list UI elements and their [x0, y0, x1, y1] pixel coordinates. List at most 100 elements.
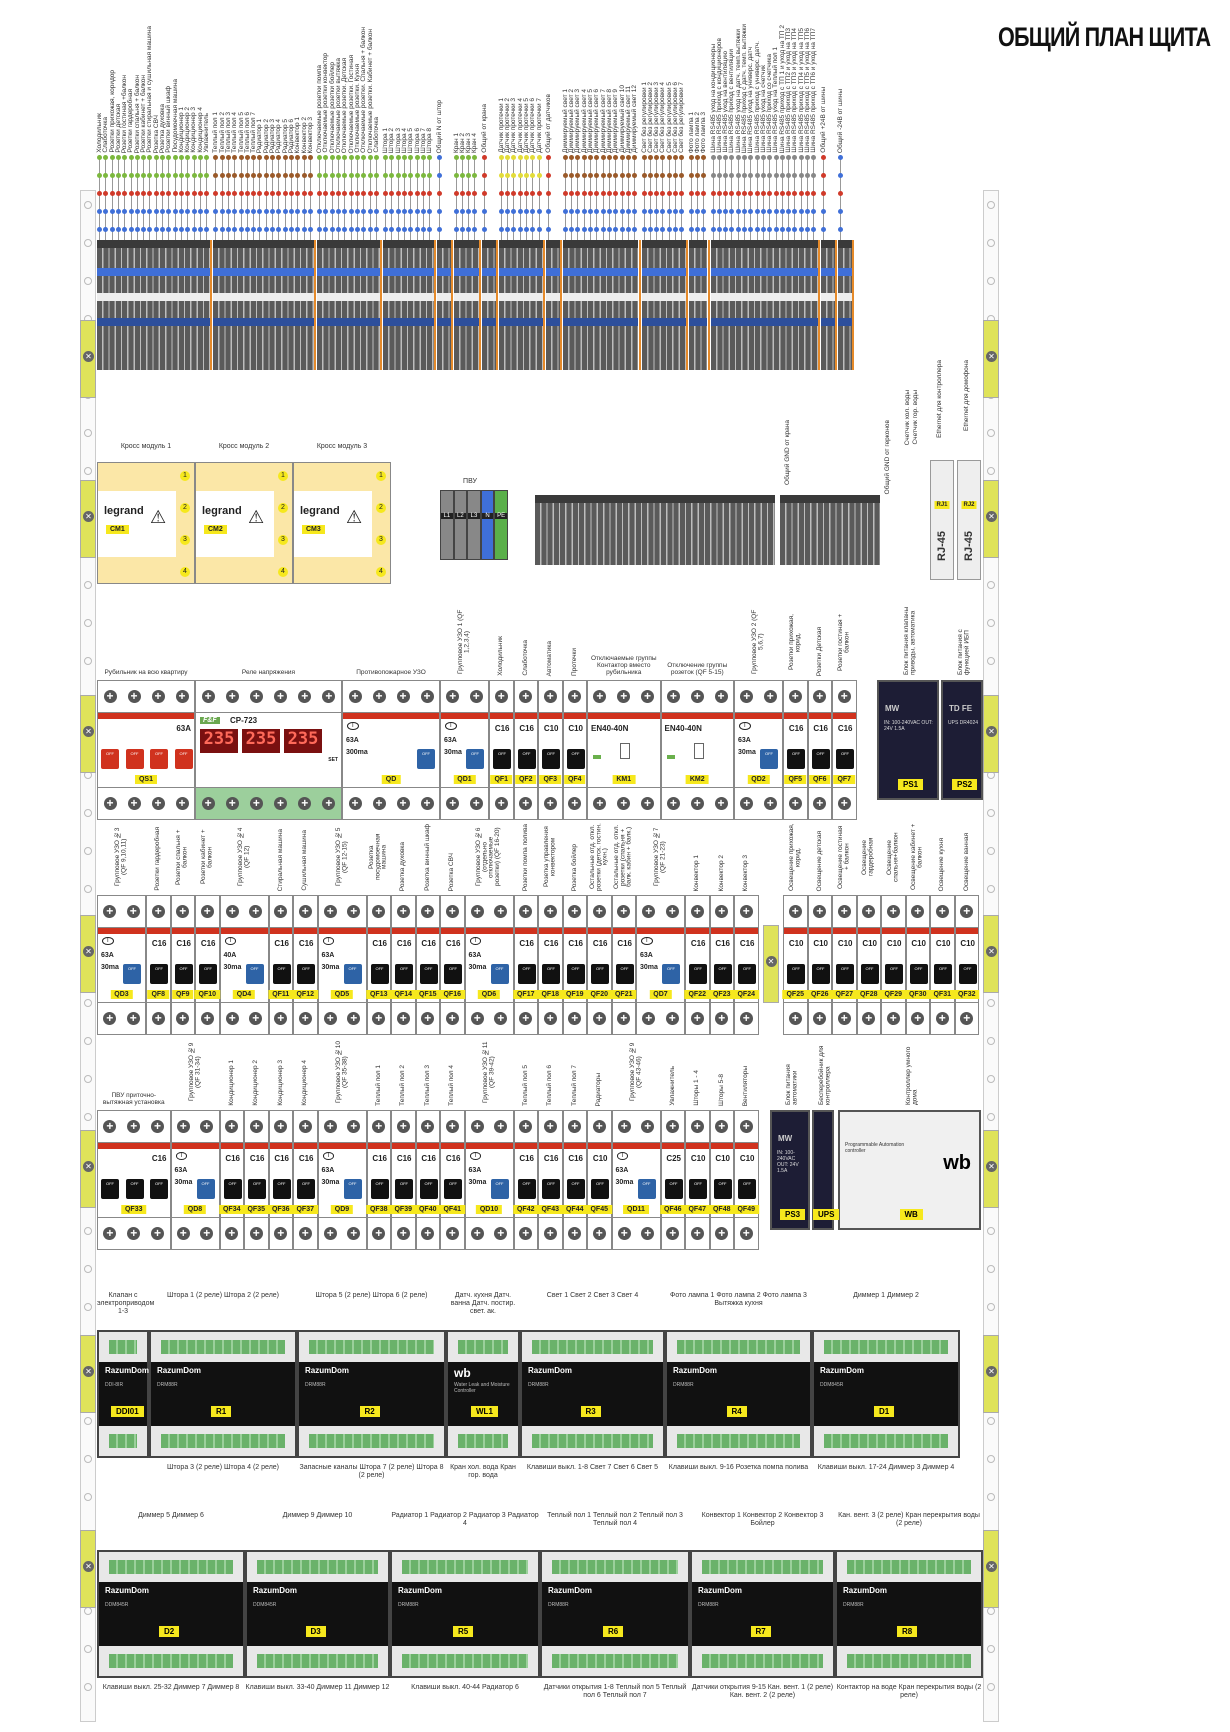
breaker-toggle[interactable]: OFF [272, 964, 291, 984]
terminal-screw-icon[interactable]: + [151, 1120, 165, 1133]
terminal-screw-icon[interactable]: + [200, 1227, 214, 1240]
terminal-screw-icon[interactable]: + [225, 1120, 239, 1133]
terminal-screw-icon[interactable]: + [372, 1120, 386, 1133]
breaker-toggle[interactable]: OFF [444, 964, 462, 984]
terminal-screw-icon[interactable]: + [617, 1227, 631, 1240]
terminal-screw-icon[interactable]: + [396, 1120, 410, 1133]
terminal-screw-icon[interactable]: + [568, 690, 582, 703]
terminal-screw-icon[interactable]: + [225, 690, 239, 703]
terminal-screw-icon[interactable]: + [788, 797, 802, 810]
terminal-screw-icon[interactable]: + [641, 690, 655, 703]
terminal-screw-icon[interactable]: + [323, 905, 337, 918]
terminal-screw-icon[interactable]: + [592, 1012, 606, 1025]
test-button-icon[interactable]: T [445, 722, 457, 730]
terminal-screw-icon[interactable]: + [225, 1227, 239, 1240]
terminal-screw-icon[interactable]: + [617, 1012, 631, 1025]
terminal-screw-icon[interactable]: + [617, 690, 631, 703]
test-button-icon[interactable]: T [469, 1152, 482, 1160]
terminal-screw-icon[interactable]: + [127, 690, 141, 703]
breaker-toggle[interactable]: OFF [885, 964, 903, 984]
terminal-screw-icon[interactable]: + [740, 690, 754, 703]
din-clamp-left[interactable] [80, 1335, 96, 1413]
terminal-screw-icon[interactable]: + [690, 690, 704, 703]
terminal-screw-icon[interactable]: + [396, 1227, 410, 1240]
terminal-screw-icon[interactable]: + [323, 1120, 337, 1133]
terminal-screw-icon[interactable]: + [739, 1120, 753, 1133]
terminal-screw-icon[interactable]: + [103, 690, 117, 703]
breaker-toggle[interactable]: OFF [150, 964, 168, 984]
terminal-screw-icon[interactable]: + [666, 797, 680, 810]
test-button-icon[interactable]: T [347, 722, 359, 730]
terminal-screw-icon[interactable]: + [690, 1012, 704, 1025]
din-clamp-right[interactable] [983, 915, 999, 993]
terminal-screw-icon[interactable]: + [396, 690, 410, 703]
terminal-screw-icon[interactable]: + [201, 797, 215, 810]
terminal-screw-icon[interactable]: + [666, 1227, 680, 1240]
terminal-screw-icon[interactable]: + [593, 797, 607, 810]
test-button-icon[interactable]: T [739, 722, 751, 730]
terminal-screw-icon[interactable]: + [519, 690, 533, 703]
din-clamp-left[interactable] [80, 1530, 96, 1608]
din-clamp-left[interactable] [80, 480, 96, 558]
breaker-toggle[interactable]: OFF [860, 964, 879, 984]
terminal-screw-icon[interactable]: + [322, 797, 336, 810]
terminal-screw-icon[interactable]: + [935, 905, 949, 918]
breaker-toggle[interactable]: OFF [297, 964, 315, 984]
terminal-screw-icon[interactable]: + [298, 1227, 312, 1240]
terminal-screw-icon[interactable]: + [421, 1227, 435, 1240]
breaker-toggle[interactable]: OFF [689, 964, 707, 984]
test-button-icon[interactable]: T [175, 1152, 188, 1160]
din-clamp-right[interactable] [983, 1530, 999, 1608]
terminal-screw-icon[interactable]: + [837, 690, 851, 703]
rcd-toggle[interactable]: OFF [760, 749, 778, 769]
din-clamp-right[interactable] [983, 1335, 999, 1413]
terminal-screw-icon[interactable]: + [200, 905, 214, 918]
terminal-screw-icon[interactable]: + [470, 1012, 484, 1025]
breaker-toggle[interactable]: OFF [101, 749, 119, 769]
terminal-screw-icon[interactable]: + [396, 797, 410, 810]
terminal-screw-icon[interactable]: + [347, 905, 361, 918]
din-clamp-right[interactable] [983, 320, 999, 398]
terminal-screw-icon[interactable]: + [396, 905, 410, 918]
terminal-screw-icon[interactable]: + [862, 1012, 876, 1025]
breaker-toggle[interactable]: OFF [664, 1179, 683, 1199]
terminal-screw-icon[interactable]: + [372, 1012, 386, 1025]
breaker-toggle[interactable]: OFF [395, 964, 413, 984]
terminal-screw-icon[interactable]: + [666, 690, 680, 703]
rcd-toggle[interactable]: OFF [245, 964, 264, 984]
terminal-screw-icon[interactable]: + [886, 905, 900, 918]
terminal-screw-icon[interactable]: + [543, 797, 557, 810]
terminal-screw-icon[interactable]: + [714, 797, 728, 810]
breaker-toggle[interactable]: OFF [297, 1179, 315, 1199]
terminal-screw-icon[interactable]: + [592, 905, 606, 918]
terminal-screw-icon[interactable]: + [813, 1012, 827, 1025]
